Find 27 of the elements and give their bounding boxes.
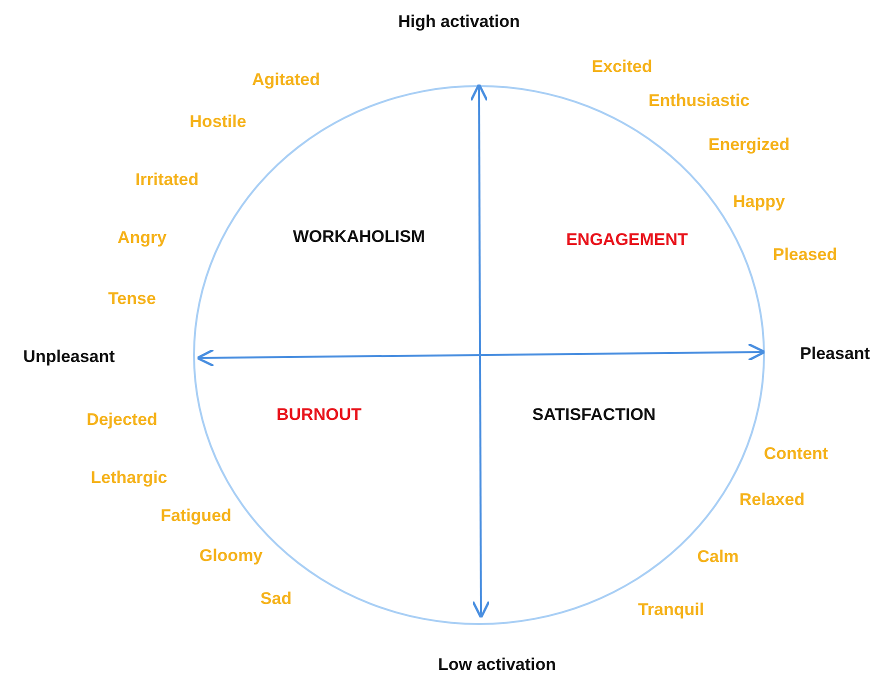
emotion-label: Angry [117,228,167,248]
axis-label: Pleasant [800,344,870,364]
emotion-label: Dejected [86,410,158,430]
quadrant-label: WORKAHOLISM [292,227,426,247]
emotion-label: Sad [260,589,292,609]
emotion-label: Irritated [135,170,199,190]
emotion-label: Fatigued [160,506,232,526]
axis-label: Unpleasant [23,347,115,367]
axis-label: Low activation [438,655,556,675]
quadrant-label: ENGAGEMENT [566,230,688,250]
emotion-label: Hostile [190,112,246,132]
emotion-label: Relaxed [739,490,805,510]
emotion-label: Calm [697,547,739,567]
emotion-label: Lethargic [90,468,168,488]
emotion-label: Enthusiastic [648,91,750,111]
emotion-label: Tense [108,289,156,309]
emotion-label: Tranquil [638,600,704,620]
emotion-label: Agitated [252,70,320,90]
emotion-label: Pleased [772,245,838,265]
emotion-label: Excited [592,57,652,77]
quadrant-label: SATISFACTION [532,405,656,425]
axis-label: High activation [398,12,520,32]
emotion-label: Happy [733,192,785,212]
emotion-label: Energized [708,135,790,155]
quadrant-label: BURNOUT [276,405,362,425]
emotion-label: Gloomy [199,546,263,566]
emotion-label: Content [764,444,828,464]
